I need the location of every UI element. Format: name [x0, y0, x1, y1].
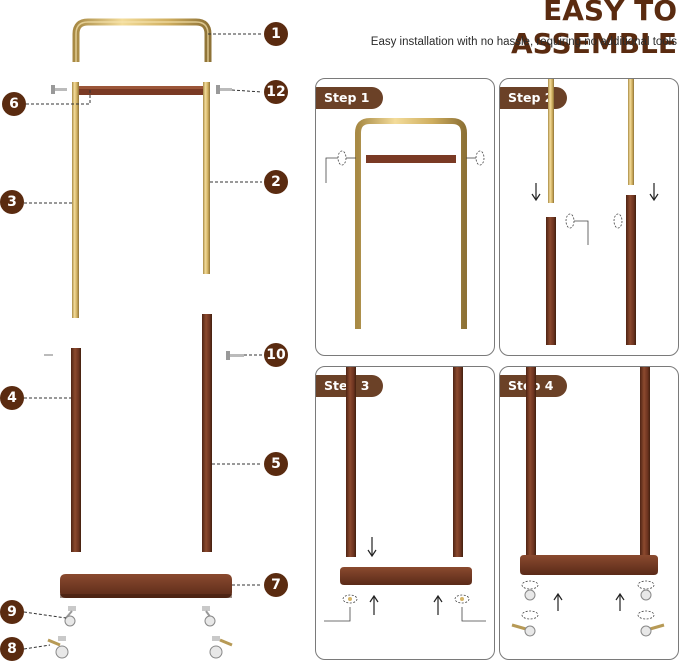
step-3-panel: Step 3: [315, 366, 495, 660]
part-callout-12: 12: [264, 80, 288, 104]
locking-caster-wheel-icon: [47, 636, 69, 659]
wood-lower-pole-right: [202, 314, 212, 552]
caster-wheel-icon: [521, 580, 539, 601]
caster-wheel-icon: [202, 606, 216, 627]
page-subtitle: Easy installation with no hassle, requir…: [370, 36, 677, 48]
part-callout-5: 5: [264, 452, 288, 476]
wood-crossbar: [79, 86, 203, 95]
step-4-panel: Step 4: [499, 366, 679, 660]
gold-upright-pole-right: [203, 82, 210, 274]
step-1-panel: Step 1: [315, 78, 495, 356]
part-callout-9: 9: [0, 600, 24, 624]
wood-lower-pole-left: [71, 348, 81, 552]
locking-caster-wheel-icon: [209, 636, 233, 659]
part-callout-7: 7: [264, 573, 288, 597]
step-1-badge: Step 1: [316, 87, 384, 109]
screw-icon: [51, 85, 67, 94]
step-2-panel: Step 2: [499, 78, 679, 356]
part-callout-3: 3: [0, 190, 24, 214]
wood-base-board: [60, 574, 232, 598]
locking-caster-wheel-icon: [511, 610, 539, 637]
locking-caster-wheel-icon: [637, 610, 665, 637]
step-2-illustration: [531, 79, 659, 345]
u-shaped-top-bar: [72, 18, 212, 62]
caster-wheel-icon: [64, 606, 76, 627]
part-callout-4: 4: [0, 386, 24, 410]
screw-icon: [44, 354, 53, 356]
caster-wheel-icon: [637, 580, 655, 601]
step-4-illustration: [511, 367, 665, 637]
page-title: EASY TO ASSEMBLE: [510, 0, 677, 60]
part-callout-10: 10: [264, 343, 288, 367]
part-callout-2: 2: [264, 170, 288, 194]
part-callout-1: 1: [264, 22, 288, 46]
gold-upright-pole-left: [72, 82, 79, 318]
part-callout-8: 8: [0, 637, 24, 661]
step-1-illustration: [325, 118, 485, 329]
part-callout-6: 6: [2, 92, 26, 116]
screw-icon: [226, 351, 244, 360]
step-3-illustration: [324, 367, 486, 622]
screw-icon: [216, 85, 232, 94]
